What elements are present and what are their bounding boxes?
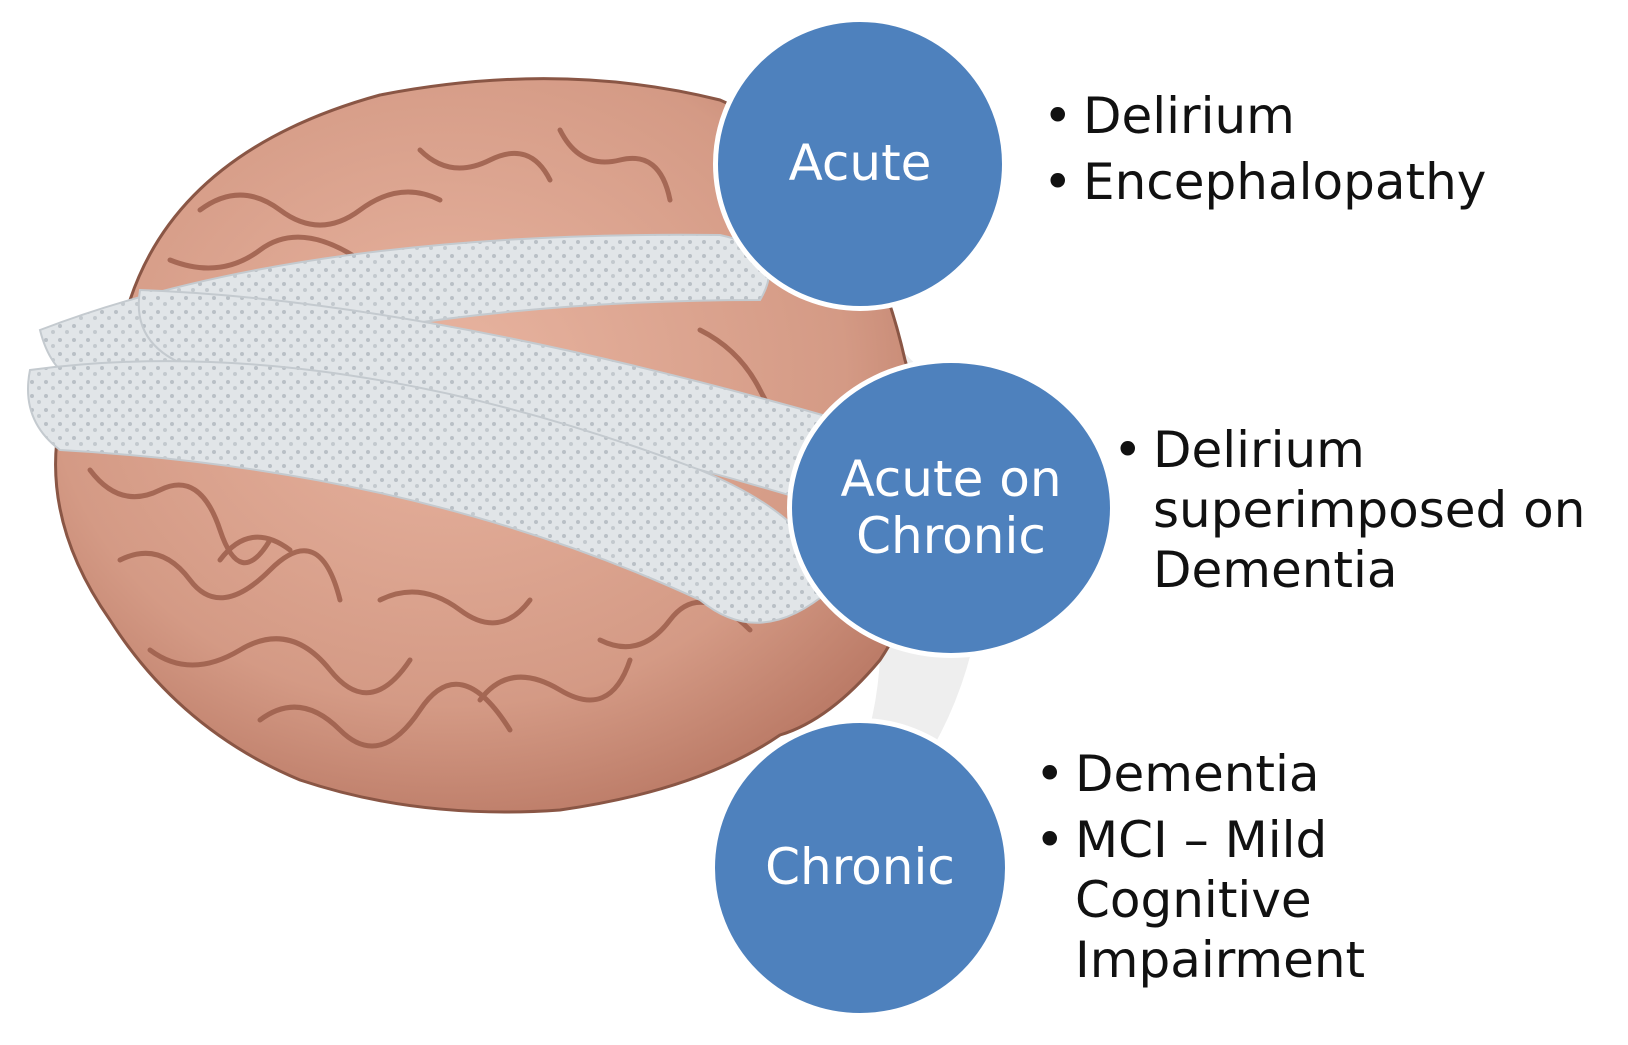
bullet-text: MCI – Mild Cognitive Impairment: [1075, 811, 1365, 989]
stage-circle-acute-on-chronic: Acute on Chronic: [787, 358, 1115, 658]
stage-label-line: Chronic: [840, 508, 1061, 566]
stage-label-acute: Acute: [789, 135, 932, 193]
bullet-marker: •: [1035, 810, 1065, 870]
bullet-text: Dementia: [1075, 745, 1320, 803]
bullet-marker: •: [1113, 420, 1143, 480]
bullet-list-acute-on-chronic: • Delirium superimposed on Dementia: [1113, 420, 1623, 606]
bullet-text: Delirium superimposed on Dementia: [1153, 421, 1585, 599]
bullet-text: Encephalopathy: [1083, 153, 1486, 211]
bullet-item: • MCI – Mild Cognitive Impairment: [1035, 810, 1485, 990]
bullet-list-acute: • Delirium • Encephalopathy: [1043, 86, 1603, 218]
bullet-item: • Dementia: [1035, 744, 1485, 804]
bullet-marker: •: [1035, 744, 1065, 804]
bullet-item: • Encephalopathy: [1043, 152, 1603, 212]
stage-label-chronic: Chronic: [765, 839, 955, 897]
bullet-item: • Delirium: [1043, 86, 1603, 146]
bullet-marker: •: [1043, 86, 1073, 146]
bullet-marker: •: [1043, 152, 1073, 212]
bullet-list-chronic: • Dementia • MCI – Mild Cognitive Impair…: [1035, 744, 1485, 996]
bullet-text: Delirium: [1083, 87, 1295, 145]
stage-circle-acute: Acute: [713, 17, 1007, 311]
stage-label-line: Acute on: [840, 451, 1061, 509]
stage-circle-chronic: Chronic: [710, 718, 1010, 1018]
bullet-item: • Delirium superimposed on Dementia: [1113, 420, 1623, 600]
